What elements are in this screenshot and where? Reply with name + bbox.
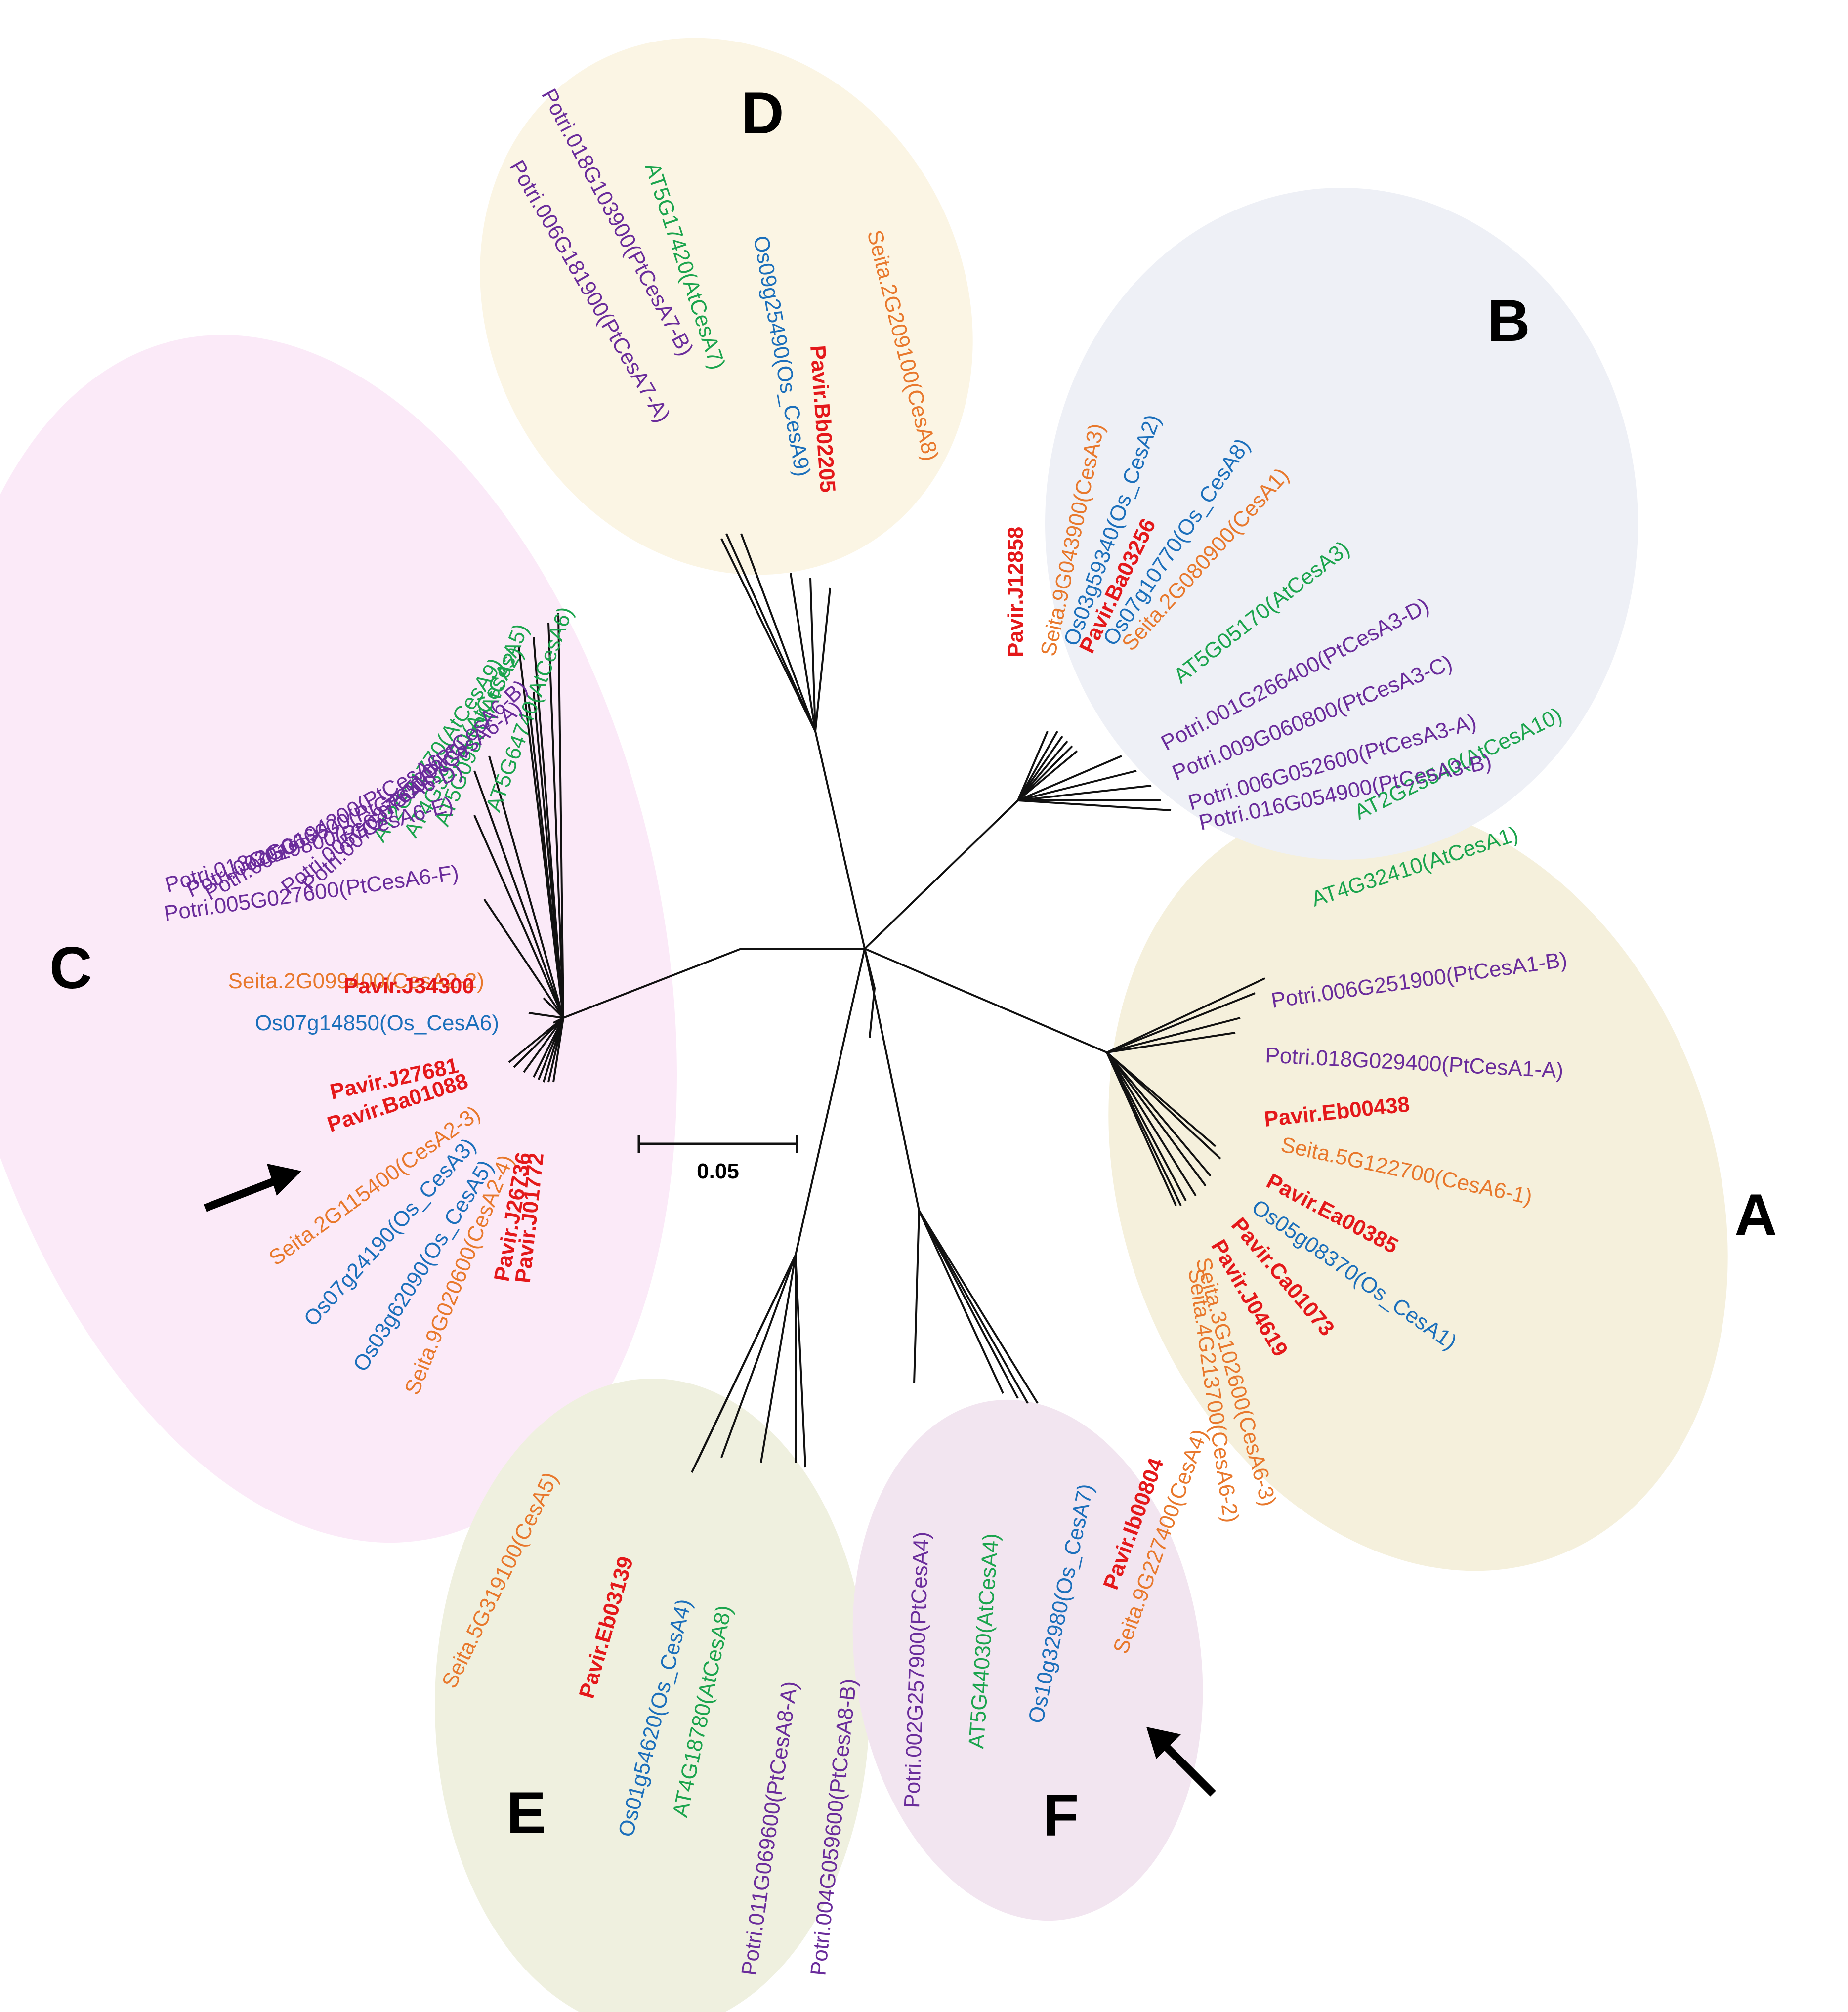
leaf-branch xyxy=(547,622,564,1018)
leaf-branch xyxy=(1106,1051,1221,1160)
gene-label: Seita.2G099400(CesA2-2) xyxy=(228,969,484,993)
leaf-branch xyxy=(760,1255,797,1463)
leaf-branch xyxy=(1017,740,1068,801)
clade-d-letter: D xyxy=(741,80,784,146)
leaf-branch xyxy=(1106,1032,1236,1053)
leaf-branch xyxy=(1017,750,1078,801)
leaf-branch xyxy=(1017,731,1049,801)
leaf-branch xyxy=(918,1210,1004,1394)
leaf-branch xyxy=(918,1210,1029,1404)
leaf-branch xyxy=(1017,731,1058,801)
leaf-branch xyxy=(1017,755,1122,801)
leaf-branch xyxy=(528,701,564,1018)
leaf-branch xyxy=(528,1012,564,1019)
leaf-branch xyxy=(918,1210,1039,1404)
leaf-branch xyxy=(809,578,816,732)
leaf-branch xyxy=(1106,992,1256,1053)
leaf-branch xyxy=(720,538,816,732)
leaf-branch xyxy=(1106,1052,1187,1201)
leaf-branch xyxy=(725,533,816,732)
clade-e-letter: E xyxy=(506,1780,546,1846)
clade-c-background xyxy=(0,335,677,1543)
leaf-branch xyxy=(1017,799,1172,811)
clade-c-letter: C xyxy=(49,935,92,1001)
leaf-branch xyxy=(740,533,816,732)
leaf-branch xyxy=(720,1255,797,1458)
leaf-branch xyxy=(473,770,564,1018)
leaf-branch xyxy=(533,691,564,1018)
leaf-branch xyxy=(790,573,816,732)
leaf-branch xyxy=(552,1017,564,1083)
gene-label: Pavir.J34300 xyxy=(344,974,474,998)
arrow-clade-c xyxy=(204,1164,301,1212)
clade-a-background xyxy=(1108,800,1728,1571)
clade-b-background xyxy=(1045,188,1638,860)
leaf-branch xyxy=(523,1017,564,1073)
clade-d-background xyxy=(480,38,973,575)
clade-a-stem xyxy=(864,948,1107,1053)
clade-f-stem xyxy=(864,948,920,1211)
clade-c-stem xyxy=(563,948,742,1019)
leaf-branch xyxy=(488,755,564,1018)
clade-f-background xyxy=(852,1399,1203,1921)
clade-e-stem xyxy=(795,948,866,1256)
scale-bar-label: 0.05 xyxy=(697,1159,739,1183)
leaf-branch xyxy=(1017,770,1137,801)
leaf-branch xyxy=(1017,745,1073,801)
leaf-branch xyxy=(1017,785,1152,801)
arrow-clade-f xyxy=(1146,1727,1216,1797)
leaf-branch xyxy=(1106,1051,1212,1177)
scale-bar: 0.05 xyxy=(637,1135,798,1183)
leaf-branch xyxy=(795,1255,806,1468)
gene-label: Pavir.J12858 xyxy=(1004,527,1028,657)
leaf-branch xyxy=(1106,1017,1241,1053)
leaf-branch xyxy=(1017,735,1063,801)
clade-d-stem xyxy=(814,731,866,949)
leaf-branch xyxy=(543,997,564,1019)
clade-letters: A B C D E F xyxy=(49,80,1777,1848)
clade-a-letter: A xyxy=(1734,1182,1777,1248)
leaf-branch xyxy=(696,1255,797,1463)
leaf-branch xyxy=(814,587,831,732)
clade-b-letter: B xyxy=(1487,288,1530,354)
leaf-branch xyxy=(913,1210,920,1384)
leaf-branch xyxy=(508,1017,564,1063)
leaf-branch xyxy=(483,898,564,1019)
tree-branches xyxy=(473,533,1265,1473)
leaf-branch xyxy=(1106,1052,1177,1206)
leaf-branch xyxy=(473,815,564,1018)
leaf-branch xyxy=(1106,1051,1207,1187)
leaf-branch xyxy=(918,1210,1019,1399)
clade-b-stem xyxy=(864,799,1019,950)
leaf-branch xyxy=(1106,977,1265,1053)
clade-f-letter: F xyxy=(1043,1782,1079,1848)
clade-e-background xyxy=(435,1379,870,2012)
gene-label: Os07g14850(Os_CesA6) xyxy=(255,1011,499,1035)
leaf-branch xyxy=(513,1017,564,1068)
leaf-branch xyxy=(1106,1051,1197,1197)
leaf-branch xyxy=(557,612,564,1018)
